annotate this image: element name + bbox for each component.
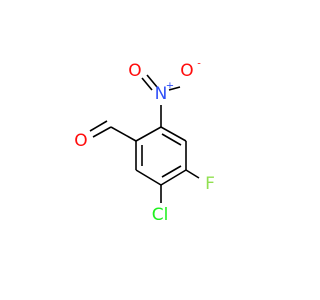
chemical-structure-diagram: O N + O O - F Cl xyxy=(74,59,215,226)
ring-bond-c5-c6 xyxy=(135,169,162,186)
ring-bond-c4-c5-inner xyxy=(161,165,182,178)
bond-n-o-double-second xyxy=(141,77,153,91)
fluorine-substituent: F xyxy=(185,169,215,194)
atom-label-aldehyde-oxygen: O xyxy=(74,131,87,151)
benzene-ring xyxy=(135,126,187,186)
bond-cho-o-double xyxy=(89,120,108,132)
bond-n-o-single xyxy=(168,86,181,91)
bond-n-o-double xyxy=(146,74,158,88)
atom-label-nitro-nitrogen: N xyxy=(155,84,168,104)
chlorine-substituent: Cl xyxy=(152,185,169,225)
charge-nitro-oxygen: - xyxy=(197,59,201,70)
ring-bond-c2-c3 xyxy=(160,126,187,142)
ring-bond-c2-c3-inner xyxy=(161,133,182,146)
aldehyde-group: O xyxy=(74,120,137,151)
charge-nitro-nitrogen: + xyxy=(166,81,174,92)
ring-bond-c1-c2 xyxy=(135,126,162,142)
bond-c4-f xyxy=(185,169,200,179)
atom-label-chlorine: Cl xyxy=(152,205,169,225)
atom-label-nitro-double-oxygen: O xyxy=(128,61,141,81)
atom-label-nitro-single-oxygen: O xyxy=(180,61,193,81)
ring-bond-c4-c5 xyxy=(160,169,187,186)
atom-label-fluorine: F xyxy=(205,174,215,194)
bond-cho-o xyxy=(92,126,112,138)
nitro-group: N + O O - xyxy=(128,59,201,127)
bond-c1-cho xyxy=(110,126,137,142)
